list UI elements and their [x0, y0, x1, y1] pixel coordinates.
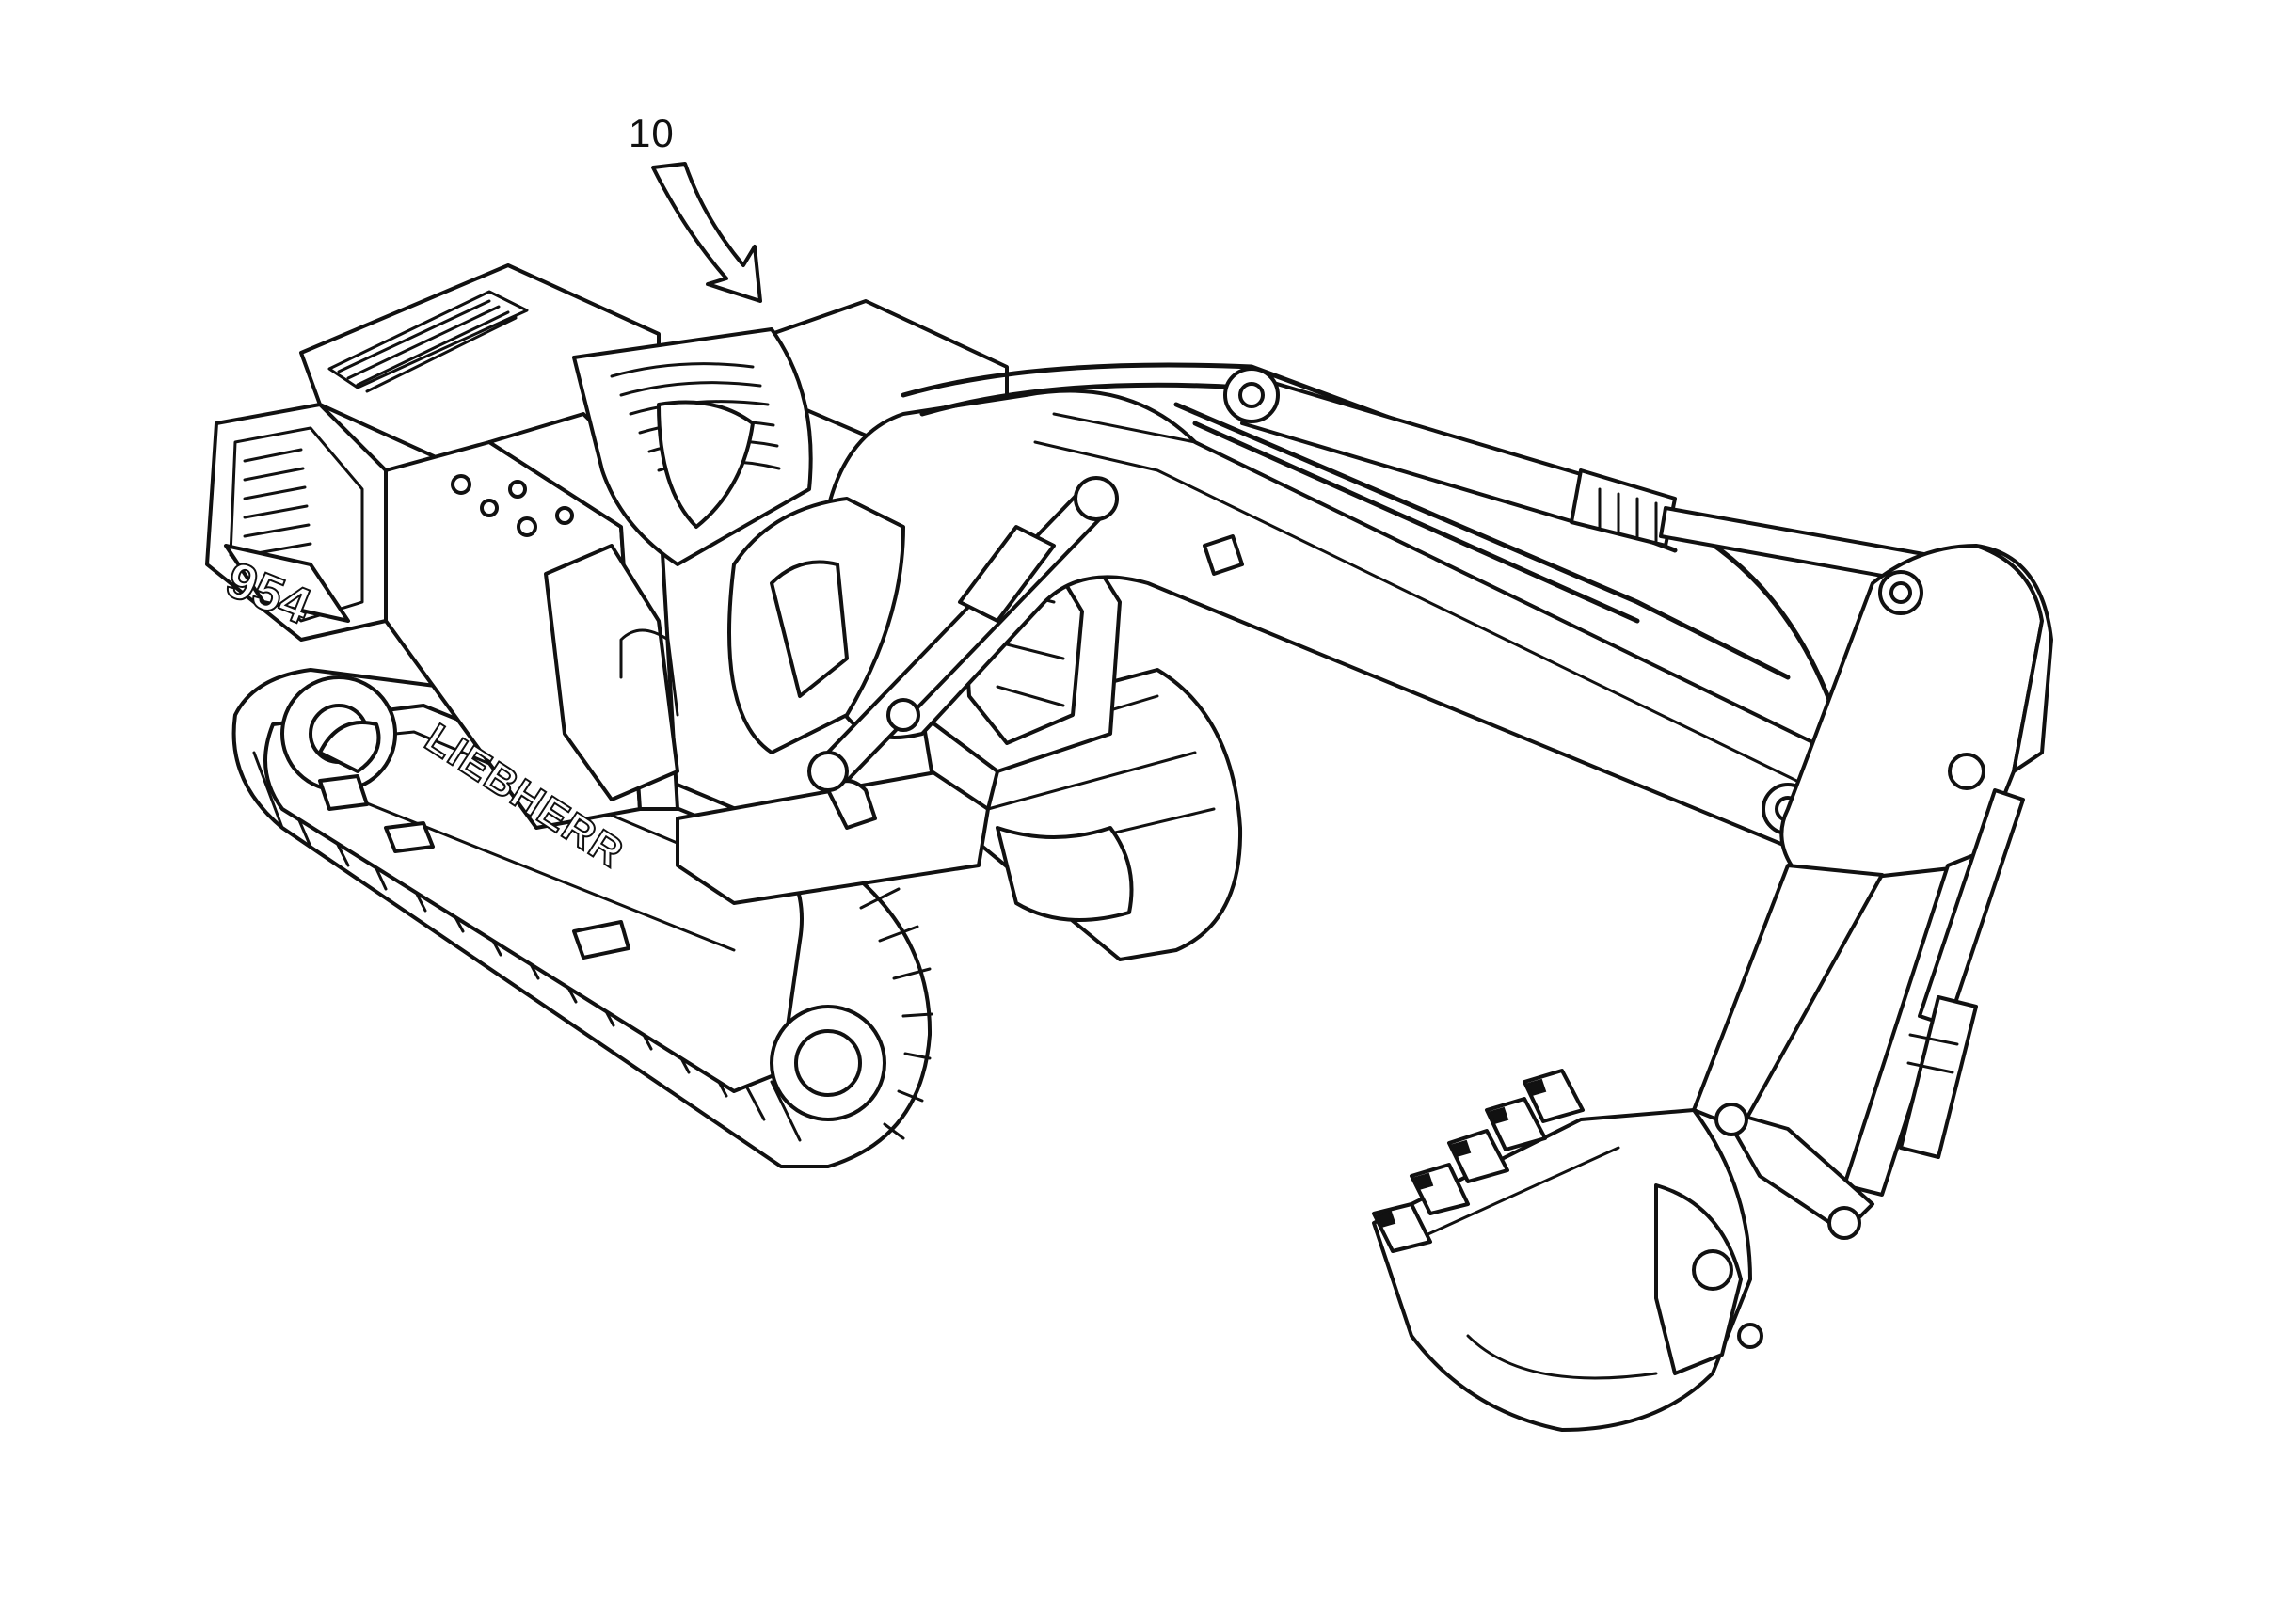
boom-cylinder	[807, 476, 1119, 792]
stick-cylinder	[1223, 367, 1931, 585]
callout-number: 10	[629, 111, 675, 155]
radiator-fan	[572, 327, 813, 566]
hydraulic-hoses	[901, 362, 1838, 718]
front-track	[231, 668, 933, 1168]
bucket	[1372, 1069, 1763, 1432]
callout-arrow	[651, 162, 762, 303]
bucket-cylinder	[1899, 788, 2025, 1159]
